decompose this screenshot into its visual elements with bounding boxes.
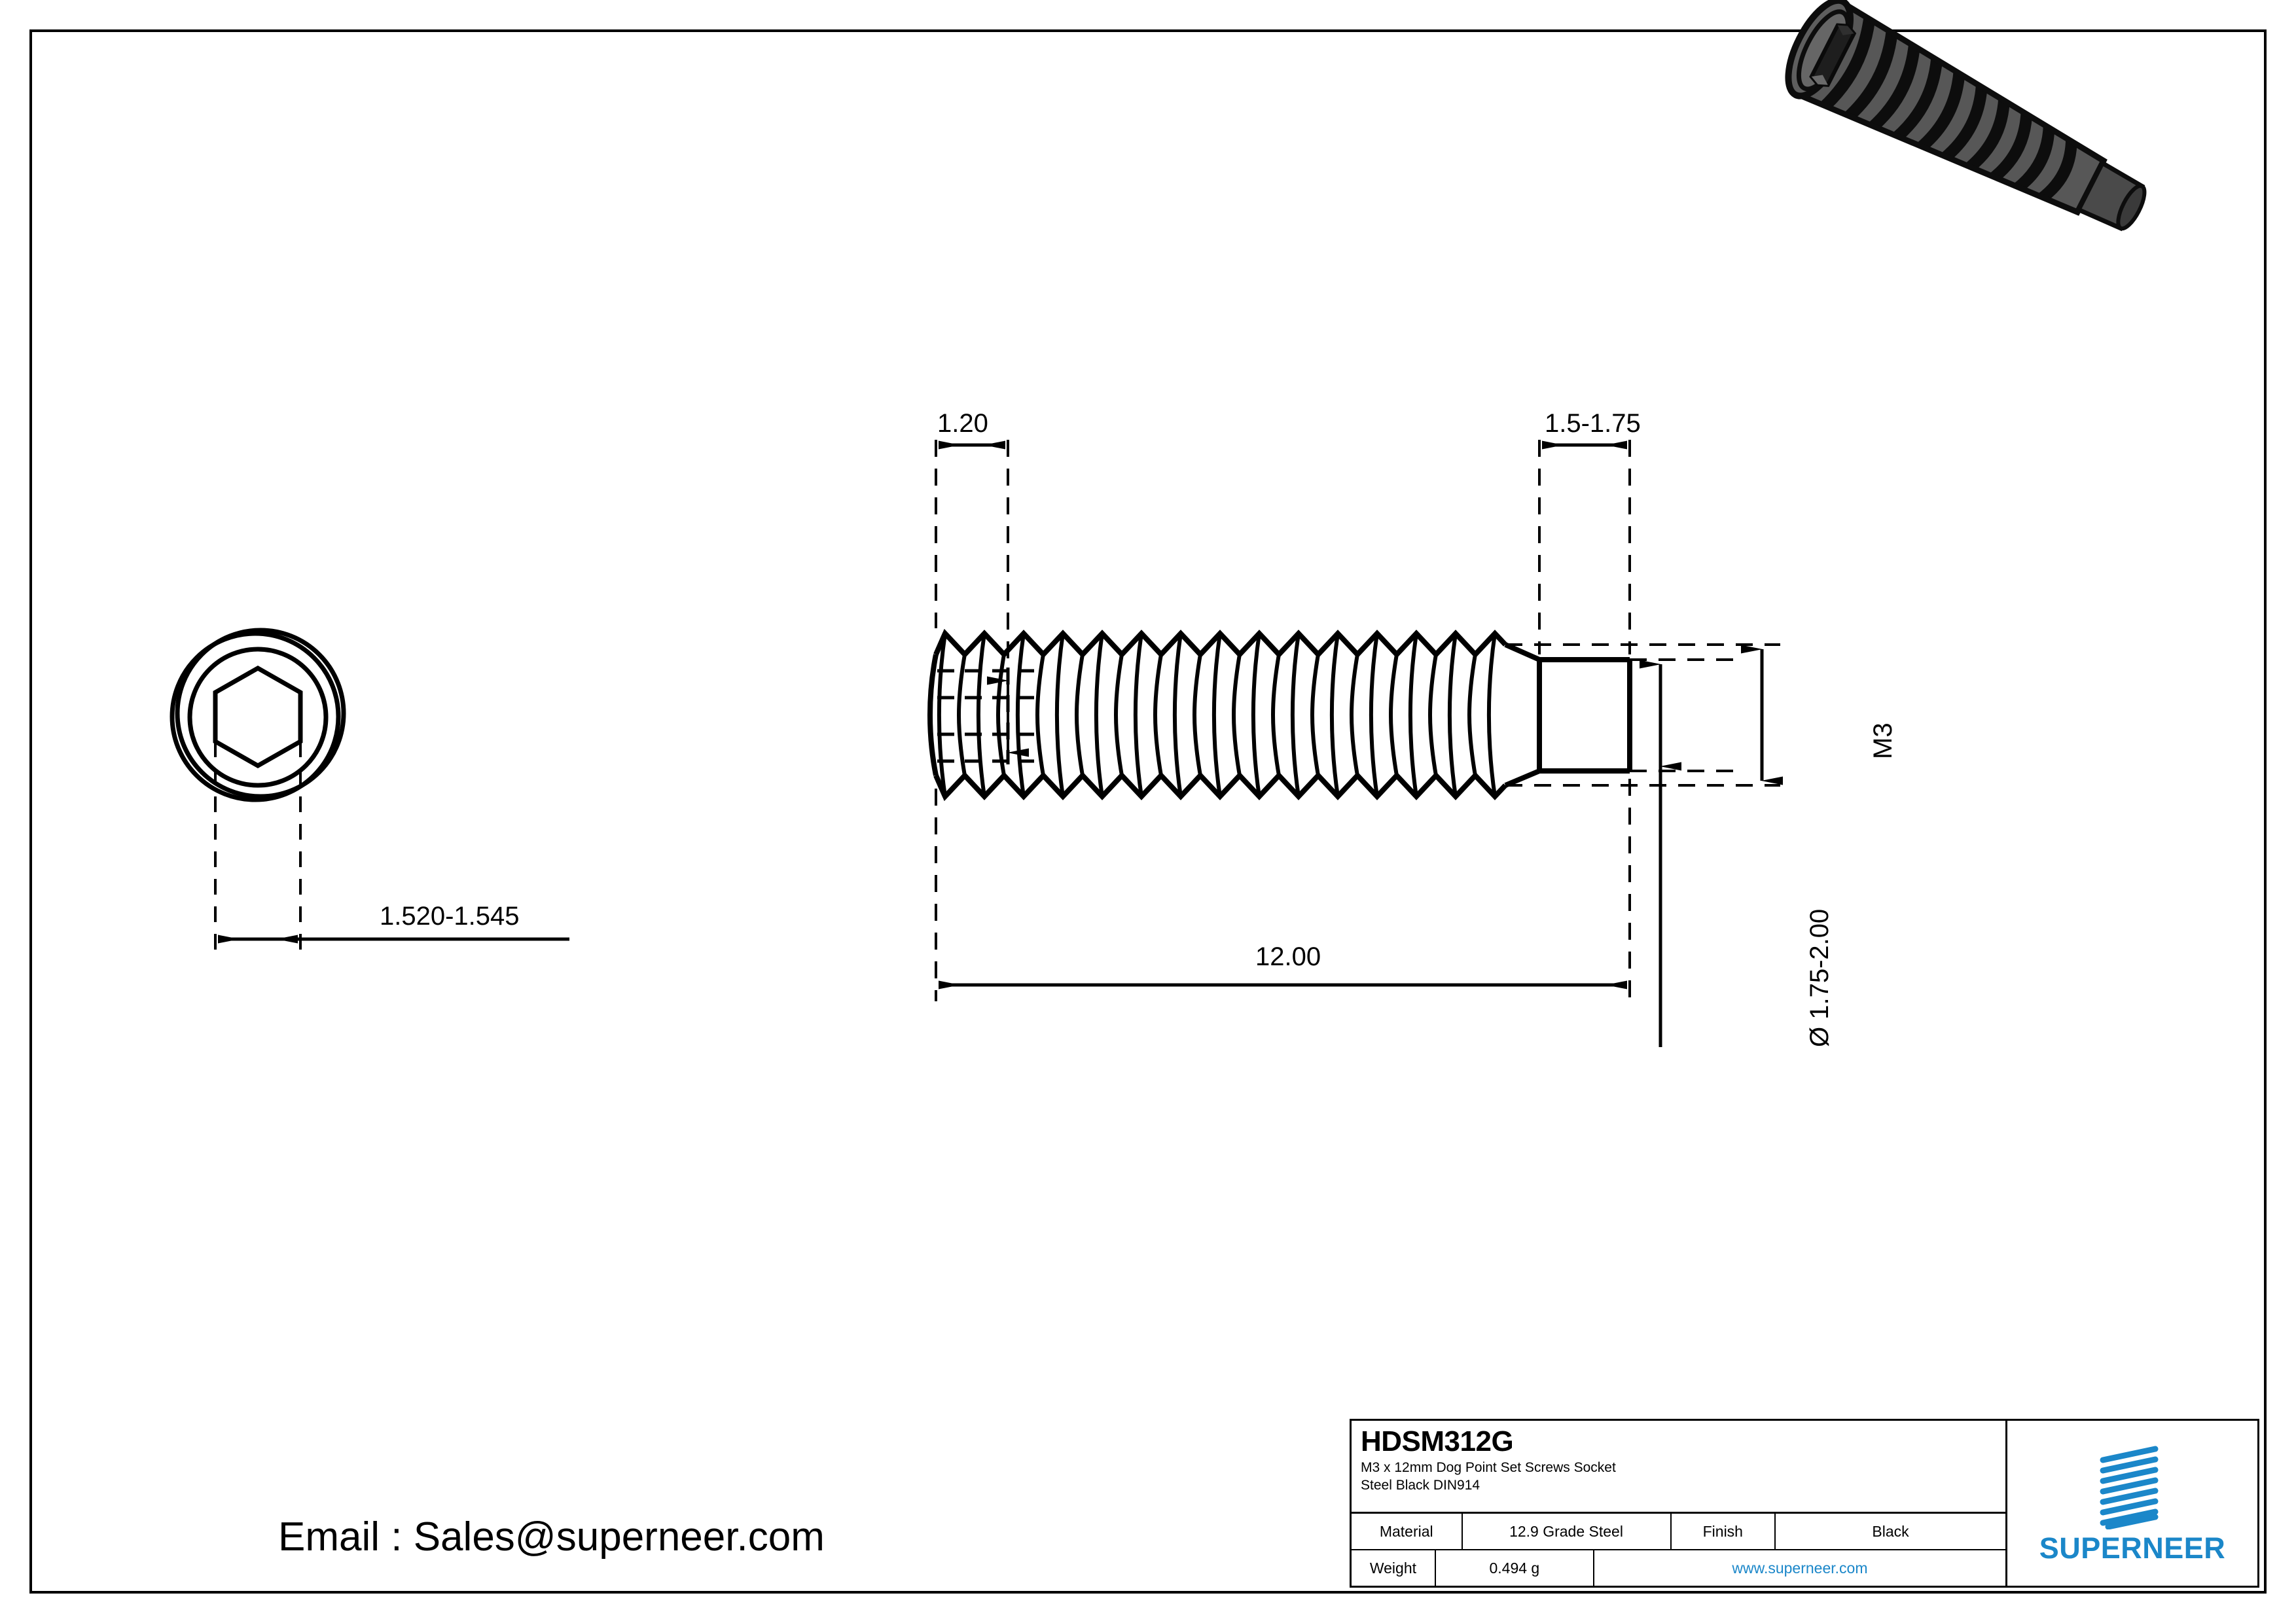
dim-label-dog-point-diameter: Ø 1.75-2.00: [1805, 908, 1834, 1047]
dim-label-dog-point-length: 1.5-1.75: [1545, 409, 1641, 438]
website-link[interactable]: www.superneer.com: [1732, 1559, 1868, 1577]
finish-value: Black: [1872, 1522, 1909, 1540]
dim-label-thread-size: M3: [1869, 722, 1897, 759]
weight-value: 0.494 g: [1436, 1550, 1594, 1586]
brand-name: SUPERNEER: [2039, 1531, 2226, 1565]
material-label: Material: [1352, 1514, 1463, 1549]
dim-label-overall-length: 12.00: [1255, 942, 1321, 971]
weight-label: Weight: [1352, 1550, 1436, 1586]
brand-panel: SUPERNEER: [2007, 1421, 2257, 1586]
material-value: 12.9 Grade Steel: [1463, 1514, 1672, 1549]
superneer-logo-icon: [2090, 1443, 2175, 1530]
title-block-description: HDSM312G M3 x 12mm Dog Point Set Screws …: [1352, 1421, 2005, 1514]
finish-label: Finish: [1672, 1514, 1776, 1549]
title-block-row-weight: Weight 0.494 g www.superneer.com: [1352, 1550, 2005, 1586]
dim-label-end-view-socket: 1.520-1.545: [380, 902, 520, 931]
drawing-border-frame: [29, 29, 2267, 1594]
title-block-left: HDSM312G M3 x 12mm Dog Point Set Screws …: [1352, 1421, 2007, 1586]
title-block: HDSM312G M3 x 12mm Dog Point Set Screws …: [1350, 1419, 2259, 1588]
dim-label-chamfer: 1.20: [937, 409, 988, 438]
contact-email: Email : Sales@superneer.com: [278, 1514, 825, 1560]
description-line-1: M3 x 12mm Dog Point Set Screws Socket: [1361, 1460, 1616, 1475]
part-number: HDSM312G: [1361, 1425, 1514, 1457]
description-line-2: Steel Black DIN914: [1361, 1478, 1480, 1493]
title-block-row-material: Material 12.9 Grade Steel Finish Black: [1352, 1514, 2005, 1550]
